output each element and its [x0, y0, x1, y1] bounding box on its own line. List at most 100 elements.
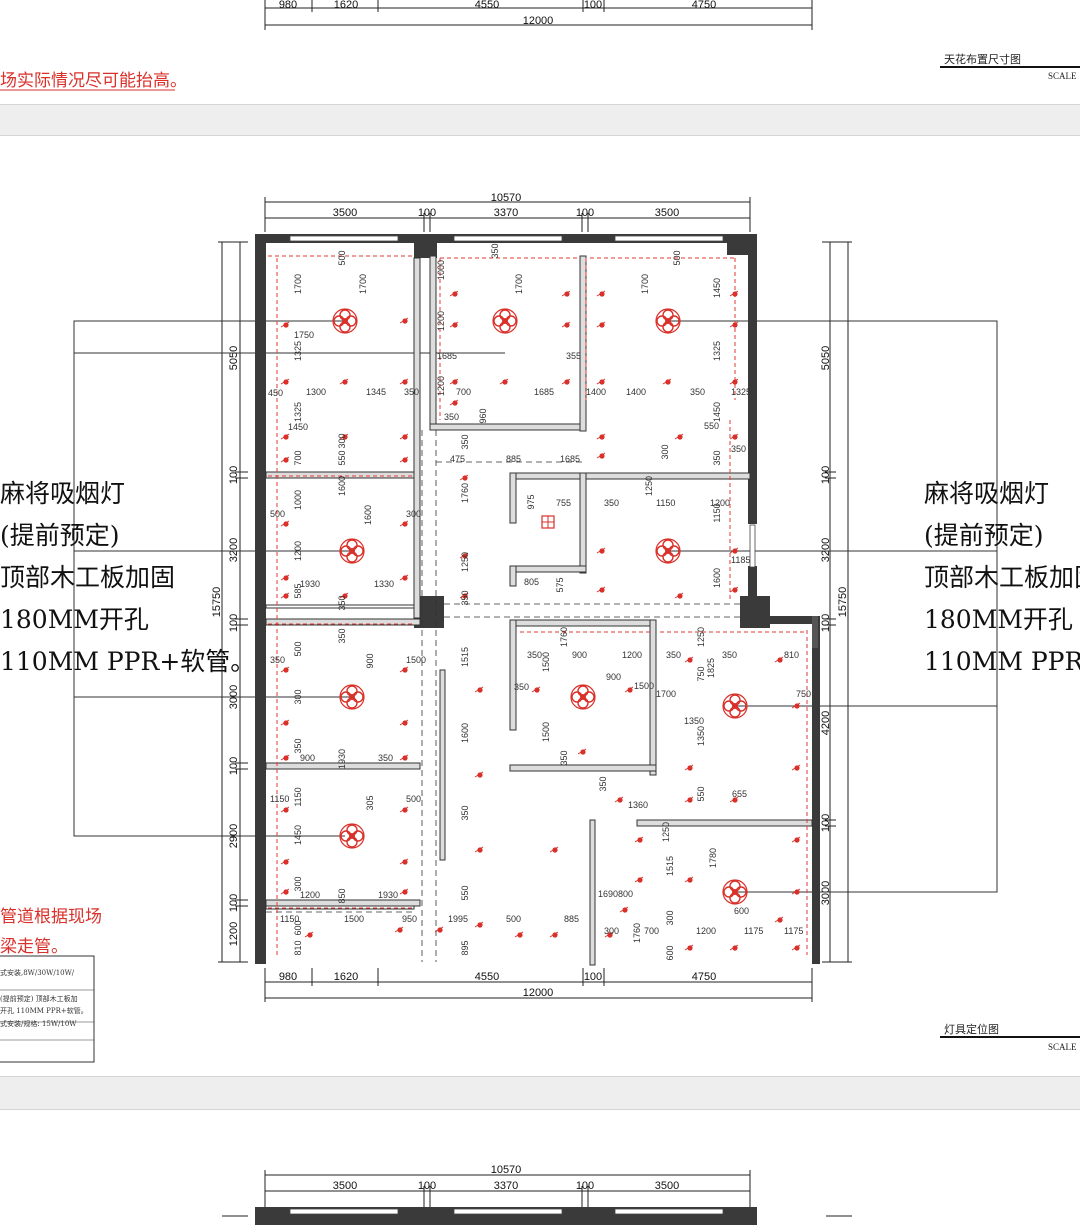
svg-text:500: 500: [293, 641, 303, 656]
svg-text:350: 350: [559, 750, 569, 765]
svg-text:麻将吸烟灯: 麻将吸烟灯: [0, 479, 125, 508]
svg-text:755: 755: [556, 498, 571, 508]
svg-text:1325: 1325: [293, 341, 303, 361]
downlight-tick: [280, 719, 290, 726]
svg-text:350: 350: [690, 387, 705, 397]
svg-text:750: 750: [696, 666, 706, 681]
downlight-tick: [399, 456, 409, 463]
svg-text:1250: 1250: [460, 552, 470, 572]
svg-text:350: 350: [514, 682, 529, 692]
downlight-icon: [599, 548, 605, 554]
svg-text:800: 800: [618, 889, 633, 899]
top-red-note: 场实际情况尽可能抬高。: [0, 71, 187, 91]
dim-right-2: 100: [820, 466, 832, 484]
corridor-dashes: [266, 430, 740, 962]
downlight-tick: [596, 452, 606, 459]
svg-text:810: 810: [293, 940, 303, 955]
svg-text:350: 350: [666, 650, 681, 660]
downlight-icon: [534, 687, 540, 693]
top-dim-3: 4550: [475, 0, 499, 11]
svg-text:885: 885: [506, 454, 521, 464]
svg-text:1500: 1500: [344, 914, 364, 924]
downlight-tick: [474, 846, 484, 853]
svg-text:300: 300: [604, 926, 619, 936]
svg-text:585: 585: [293, 583, 303, 598]
svg-text:1515: 1515: [460, 647, 470, 667]
downlight-icon: [307, 932, 313, 938]
downlight-tick: [399, 858, 409, 865]
svg-text:950: 950: [402, 914, 417, 924]
svg-text:350: 350: [731, 444, 746, 454]
svg-text:1700: 1700: [656, 689, 676, 699]
downlight-icon: [732, 434, 738, 440]
svg-text:式安装/规格: 15W/10W: 式安装/规格: 15W/10W: [0, 1019, 77, 1028]
svg-text:655: 655: [732, 789, 747, 799]
dim-left-6: 100: [228, 757, 240, 775]
downlight-icon: [452, 322, 458, 328]
svg-text:1200: 1200: [300, 890, 320, 900]
top-sheet: 980 1620 4550 100 4750 12000 场实际情况尽可能抬高。…: [0, 0, 1080, 104]
next-dim-5: 3500: [655, 1180, 679, 1192]
svg-text:1325: 1325: [712, 341, 722, 361]
downlight-icon: [283, 521, 289, 527]
chandelier-icon: [339, 538, 365, 564]
svg-text:350: 350: [337, 628, 347, 643]
dim-left-9: 1200: [228, 922, 240, 946]
svg-text:900: 900: [300, 753, 315, 763]
downlight-icon: [732, 548, 738, 554]
downlight-tick: [499, 378, 509, 385]
downlight-tick: [729, 547, 739, 554]
dim-top-4: 100: [576, 207, 594, 219]
svg-text:1995: 1995: [448, 914, 468, 924]
downlight-tick: [684, 656, 694, 663]
svg-text:960: 960: [478, 408, 488, 423]
downlight-icon: [402, 755, 408, 761]
downlight-icon: [677, 434, 683, 440]
svg-text:355: 355: [566, 351, 581, 361]
downlight-icon: [477, 922, 483, 928]
svg-text:300: 300: [660, 444, 670, 459]
downlight-icon: [607, 932, 613, 938]
downlight-tick: [514, 931, 524, 938]
svg-text:1200: 1200: [293, 541, 303, 561]
svg-text:1500: 1500: [634, 681, 654, 691]
downlight-icon: [402, 521, 408, 527]
downlight-tick: [774, 916, 784, 923]
next-sheet: 10570 3500 100 3370 100 3500: [0, 1110, 1080, 1225]
dim-right-4: 100: [820, 614, 832, 632]
dim-right-7: 3000: [820, 881, 832, 905]
downlight-icon: [342, 593, 348, 599]
downlight-icon: [552, 932, 558, 938]
svg-text:1350: 1350: [696, 726, 706, 746]
dim-bottom-4: 100: [584, 971, 602, 983]
downlight-tick: [791, 888, 801, 895]
next-dim-total: 10570: [491, 1164, 522, 1176]
top-scale-label: SCALE: [1048, 71, 1077, 81]
downlight-tick: [449, 378, 459, 385]
chandelier-icon: [339, 684, 365, 710]
downlight-icon: [637, 877, 643, 883]
downlight-tick: [280, 888, 290, 895]
downlight-icon: [477, 772, 483, 778]
downlight-icon: [687, 657, 693, 663]
svg-text:1600: 1600: [712, 568, 722, 588]
downlight-icon: [599, 379, 605, 385]
downlight-tick: [459, 552, 469, 559]
next-dim-2: 100: [418, 1180, 436, 1192]
downlight-tick: [634, 876, 644, 883]
downlight-tick: [474, 921, 484, 928]
svg-text:350: 350: [604, 498, 619, 508]
top-sheet-title: 天花布置尺寸图: [944, 52, 1021, 66]
svg-text:1685: 1685: [437, 351, 457, 361]
chandelier-icon: [655, 308, 681, 334]
downlight-tick: [684, 876, 694, 883]
svg-text:1250: 1250: [696, 627, 706, 647]
svg-text:1700: 1700: [358, 274, 368, 294]
downlight-tick: [729, 378, 739, 385]
dim-top-2: 100: [418, 207, 436, 219]
downlight-icon: [452, 379, 458, 385]
svg-text:1690: 1690: [598, 889, 618, 899]
svg-text:350: 350: [444, 412, 459, 422]
svg-text:895: 895: [460, 940, 470, 955]
dim-bottom-total: 12000: [523, 987, 554, 999]
